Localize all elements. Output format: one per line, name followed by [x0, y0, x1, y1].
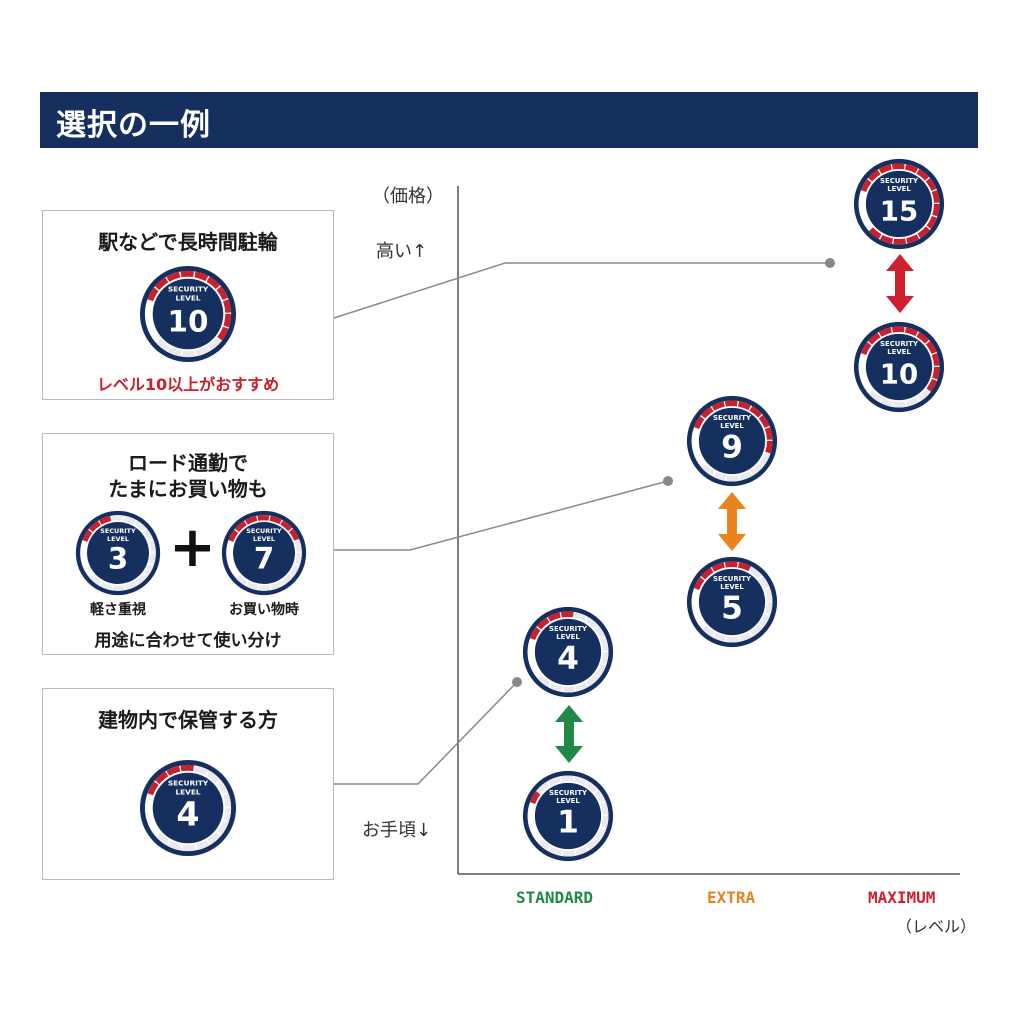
category-maximum: MAXIMUM	[868, 888, 936, 907]
badge-caption: SECURITY	[100, 527, 136, 535]
connector-dot-indoor	[512, 677, 522, 687]
badge-caption: LEVEL	[887, 185, 911, 193]
y-axis-label: （価格）	[372, 186, 444, 207]
badge-caption: SECURITY	[549, 789, 588, 797]
badge-level-number: 10	[168, 305, 209, 339]
badge-caption: LEVEL	[720, 583, 744, 591]
badge-level-number: 1	[557, 805, 579, 841]
badge-caption: LEVEL	[887, 348, 911, 356]
y-axis-high: 高い↑	[376, 241, 428, 262]
badge-caption: LEVEL	[556, 797, 580, 805]
card-title-line1: ロード通勤で	[128, 451, 248, 475]
badge-level-number: 5	[721, 591, 743, 627]
badge-caption: SECURITY	[549, 625, 588, 633]
badge-level-number: 10	[880, 358, 918, 391]
badge-level-number: 15	[880, 195, 918, 228]
card-title: 建物内で保管する方	[98, 708, 278, 732]
badge-level-number: 4	[176, 795, 199, 834]
card-title-line2: たまにお買い物も	[108, 477, 268, 501]
badge-caption: LEVEL	[556, 633, 580, 641]
arrow-standard	[555, 705, 583, 763]
category-extra: EXTRA	[707, 888, 756, 907]
badge-caption: LEVEL	[175, 787, 200, 796]
connector-indoor	[334, 681, 518, 785]
connector-dot-commute	[663, 476, 673, 486]
plus-sign: +	[169, 515, 216, 580]
badge-caption: SECURITY	[168, 778, 209, 787]
badge-caption: LEVEL	[107, 535, 129, 543]
badge-level-number: 9	[721, 430, 743, 466]
connector-dot-station	[825, 258, 835, 268]
card-title: 駅などで長時間駐輪	[98, 230, 278, 254]
usage-note: 用途に合わせて使い分け	[94, 631, 282, 651]
connector-commute	[334, 480, 669, 551]
arrow-extra	[718, 492, 746, 551]
connector-station	[333, 262, 830, 319]
badge-level-number: 7	[254, 541, 274, 575]
badge-level-number: 3	[108, 541, 128, 575]
badge-caption: SECURITY	[246, 527, 282, 535]
badge-caption: LEVEL	[720, 422, 744, 430]
recommendation-note: レベル10以上がおすすめ	[96, 375, 280, 394]
badge-caption: SECURITY	[713, 414, 752, 422]
badge-caption: SECURITY	[880, 340, 919, 348]
badge-caption: SECURITY	[880, 177, 919, 185]
arrow-maximum	[886, 254, 914, 313]
y-axis-low: お手頃↓	[362, 820, 432, 841]
page-title: 選択の一例	[56, 108, 211, 143]
header-bar: 選択の一例	[40, 92, 978, 148]
label-light: 軽さ重視	[90, 602, 146, 618]
label-shopping: お買い物時	[229, 602, 299, 618]
badge-caption: SECURITY	[713, 575, 752, 583]
badge-caption: SECURITY	[168, 284, 209, 293]
badge-caption: LEVEL	[175, 293, 200, 302]
x-axis-unit: （レベル）	[896, 917, 977, 936]
category-standard: STANDARD	[516, 888, 594, 907]
badge-caption: LEVEL	[253, 535, 275, 543]
badge-level-number: 4	[557, 641, 579, 677]
